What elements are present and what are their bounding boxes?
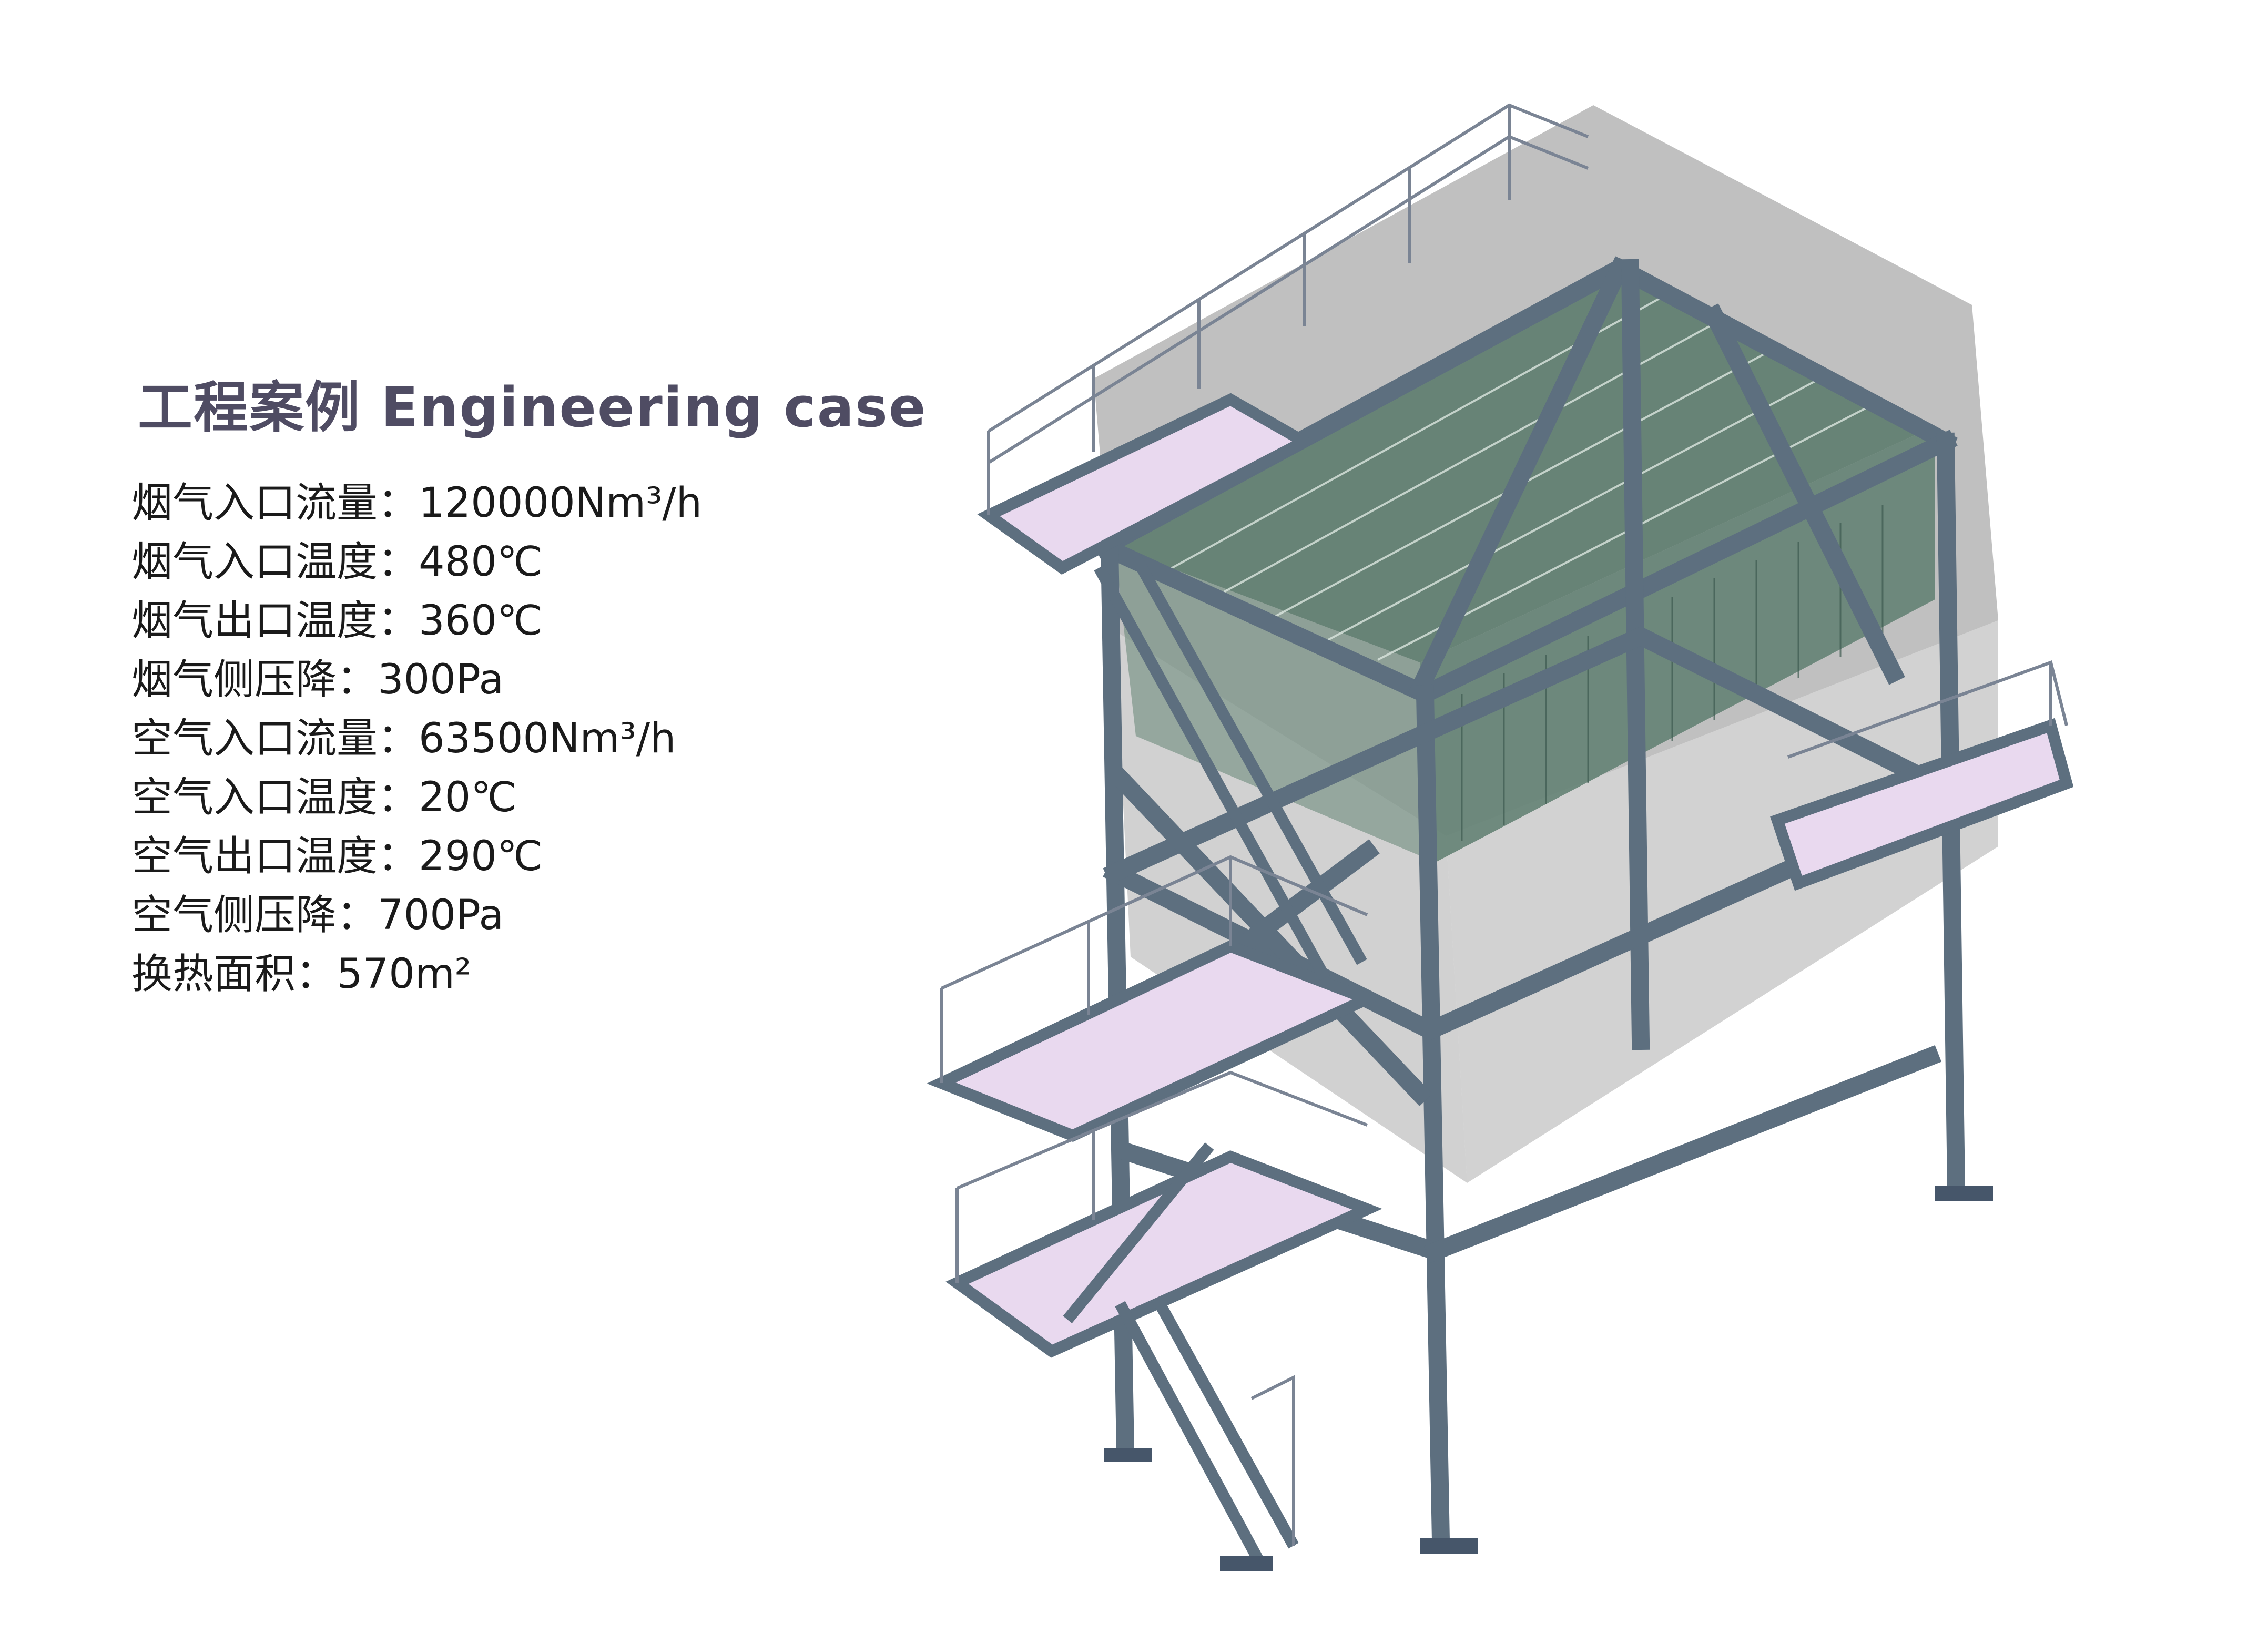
page-title: 工程案例 Engineering case [138, 375, 927, 440]
spec-list: 烟气入口流量：120000Nm³/h 烟气入口温度：480℃ 烟气出口温度：36… [131, 474, 983, 1004]
spec-flue-gas-inlet-temp: 烟气入口温度：480℃ [131, 538, 543, 586]
spec-air-outlet-temp: 空气出口温度：290℃ [131, 833, 543, 880]
stairs [1063, 554, 1367, 1570]
platforms [927, 393, 2074, 1358]
spec-flue-gas-inlet-flow: 烟气入口流量：120000Nm³/h [131, 479, 703, 527]
heat-exchanger-structure-illustration [894, 95, 2119, 1593]
engineering-case-text: 工程案例 Engineering case 烟气入口流量：120000Nm³/h… [131, 363, 983, 1004]
spec-heat-exchange-area: 换热面积：570m² [131, 951, 472, 998]
base-plates [1104, 1186, 1993, 1571]
spec-air-inlet-temp: 空气入口温度：20℃ [131, 774, 517, 821]
spec-flue-gas-outlet-temp: 烟气出口温度：360℃ [131, 597, 543, 645]
spec-air-inlet-flow: 空气入口流量：63500Nm³/h [131, 715, 676, 762]
spec-air-pressure-drop: 空气侧压降：700Pa [131, 892, 504, 939]
spec-flue-gas-pressure-drop: 烟气侧压降：300Pa [131, 656, 504, 703]
railings [940, 103, 2068, 1546]
structure-drawing [927, 103, 2074, 1571]
